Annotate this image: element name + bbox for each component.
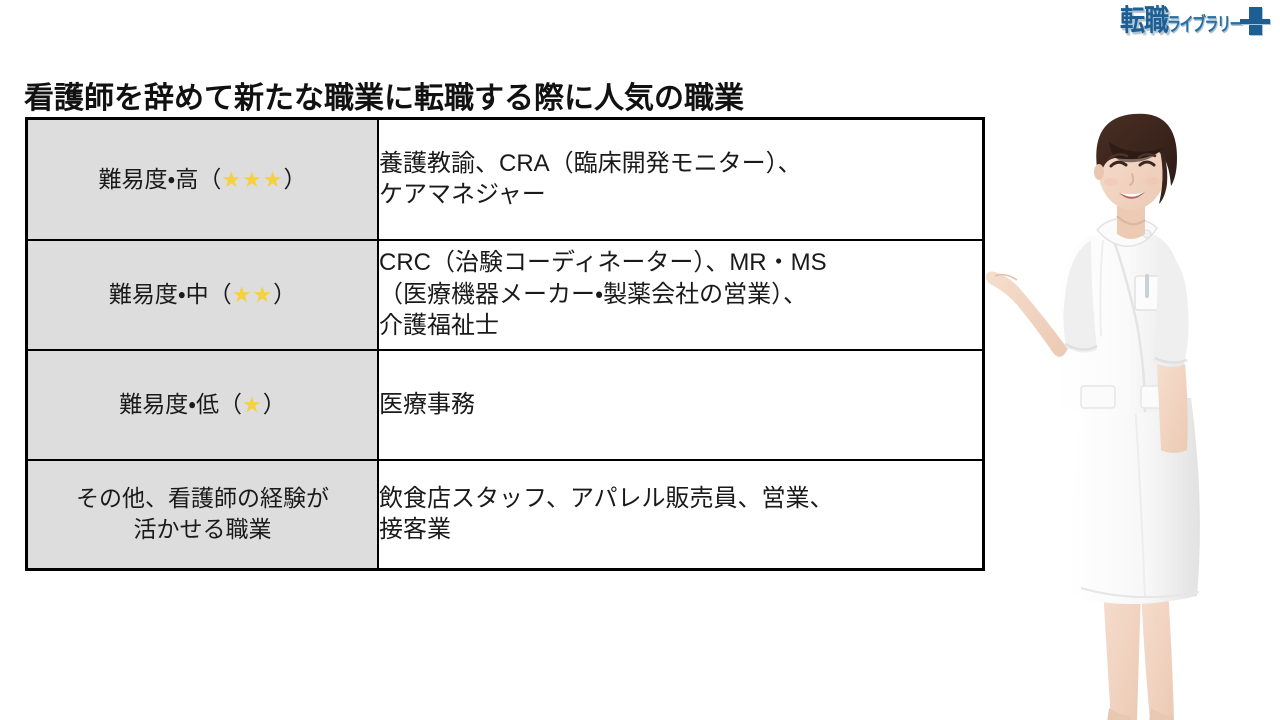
page-title: 看護師を辞めて新たな職業に転職する際に人気の職業 — [24, 82, 744, 116]
label-suffix: ） — [273, 280, 297, 307]
difficulty-label-cell-low: 難易度・低（★） — [25, 348, 379, 461]
table-row: 難易度・低（★） 医療事務 — [25, 348, 985, 461]
table-row: 難易度・中（★★） CRC（治験コーディネーター）、MR・MS （医療機器メーカ… — [25, 238, 985, 351]
star-rating-icon: ★★ — [231, 281, 274, 307]
occupation-line: 介護福祉士 — [379, 312, 499, 340]
label-suffix: ） — [283, 165, 307, 192]
occupation-line: 接客業 — [379, 516, 451, 544]
label-prefix: 難易度・低（ — [119, 390, 243, 417]
difficulty-label-text: 難易度・低（★） — [28, 389, 377, 420]
label-prefix: その他、看護師の経験が — [76, 485, 329, 512]
occupation-line: ケアマネジャー — [379, 181, 546, 209]
brand-logo-sub: ライブラリー — [1167, 12, 1244, 35]
brand-logo-main: 転職 — [1119, 4, 1169, 37]
occupation-line: 医療事務 — [379, 390, 475, 418]
occupation-line: 養護教諭、CRA（臨床開発モニター）、 — [379, 149, 802, 177]
difficulty-label-text: 難易度・中（★★） — [28, 279, 377, 310]
nurse-photo — [985, 48, 1280, 720]
label-prefix: 難易度・高（ — [98, 165, 222, 192]
difficulty-label-text: 難易度・高（★★★） — [28, 164, 377, 195]
difficulty-label-cell-medium: 難易度・中（★★） — [25, 238, 379, 351]
label-suffix: ） — [262, 390, 286, 417]
star-rating-icon: ★★★ — [221, 166, 284, 192]
occupations-cell-low: 医療事務 — [377, 348, 985, 461]
plus-cross-icon — [1240, 6, 1270, 36]
table-row: その他、看護師の経験が 活かせる職業 飲食店スタッフ、アパレル販売員、営業、 接… — [25, 458, 985, 571]
difficulty-label-cell-other: その他、看護師の経験が 活かせる職業 — [25, 458, 379, 571]
brand-logo: 転職 ライブラリー — [1120, 6, 1270, 36]
table-row: 難易度・高（★★★） 養護教諭、CRA（臨床開発モニター）、 ケアマネジャー — [25, 117, 985, 241]
difficulty-label-cell-high: 難易度・高（★★★） — [25, 117, 379, 241]
label-prefix: 難易度・中（ — [108, 280, 232, 307]
star-rating-icon: ★ — [242, 391, 263, 417]
label-line-2: 活かせる職業 — [133, 516, 272, 543]
occupations-cell-other: 飲食店スタッフ、アパレル販売員、営業、 接客業 — [377, 458, 985, 571]
occupation-line: 飲食店スタッフ、アパレル販売員、営業、 — [379, 484, 834, 512]
occupation-line: CRC（治験コーディネーター）、MR・MS — [379, 248, 827, 276]
occupations-cell-medium: CRC（治験コーディネーター）、MR・MS （医療機器メーカー・製薬会社の営業）… — [377, 238, 985, 351]
occupation-line: （医療機器メーカー・製薬会社の営業）、 — [379, 280, 808, 308]
occupations-cell-high: 養護教諭、CRA（臨床開発モニター）、 ケアマネジャー — [377, 117, 985, 241]
popular-occupations-table: 難易度・高（★★★） 養護教諭、CRA（臨床開発モニター）、 ケアマネジャー 難… — [25, 117, 985, 571]
